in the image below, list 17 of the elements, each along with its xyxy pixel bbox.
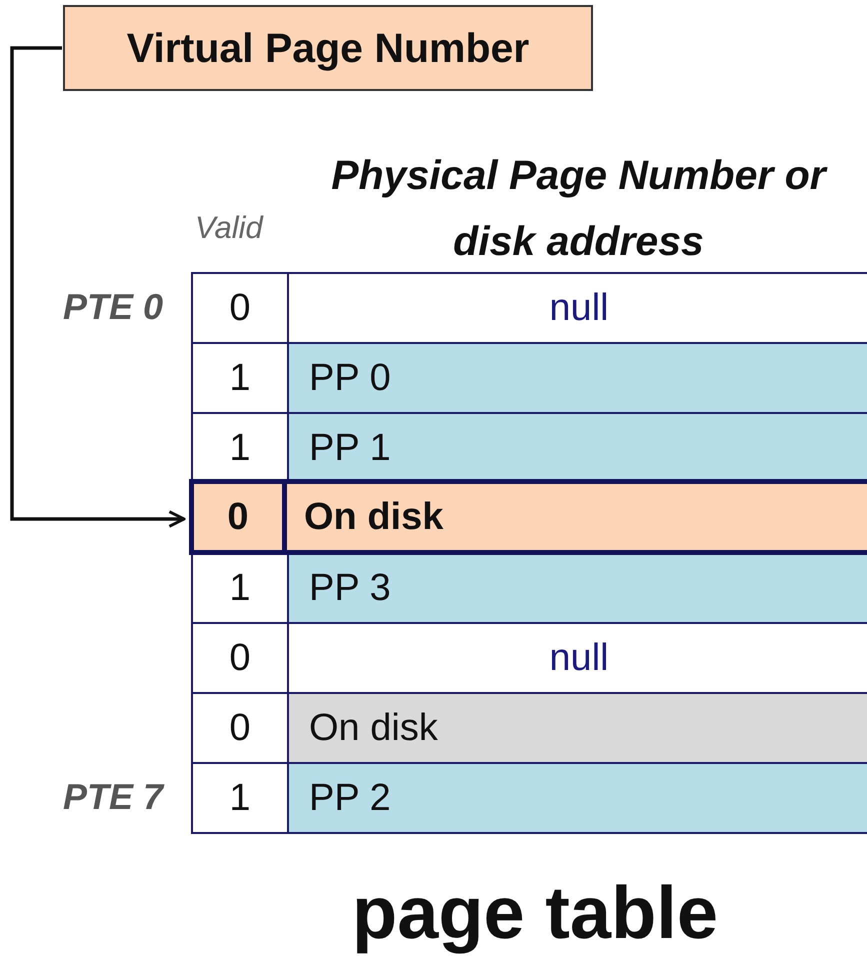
table-cell: PP 0 xyxy=(287,342,867,414)
table-cell: PP 2 xyxy=(287,762,867,834)
row-label: PTE 7 xyxy=(62,775,163,819)
table-cell: PP 3 xyxy=(287,552,867,624)
caption: page table xyxy=(351,870,719,956)
column-header: Valid xyxy=(195,210,263,246)
table-cell: 0 xyxy=(191,272,289,344)
table-cell: 1 xyxy=(191,762,289,834)
box-label: Virtual Page Number xyxy=(126,24,530,72)
arrow xyxy=(10,46,186,528)
table-cell-text: On disk xyxy=(304,494,444,540)
label-box xyxy=(63,5,593,91)
row-label: PTE 0 xyxy=(62,285,163,329)
highlighted-table-row xyxy=(189,479,867,555)
column-header: Physical Page Number or disk address xyxy=(330,151,828,266)
table-cell: On disk xyxy=(287,692,867,764)
table-cell: 0 xyxy=(194,484,287,550)
